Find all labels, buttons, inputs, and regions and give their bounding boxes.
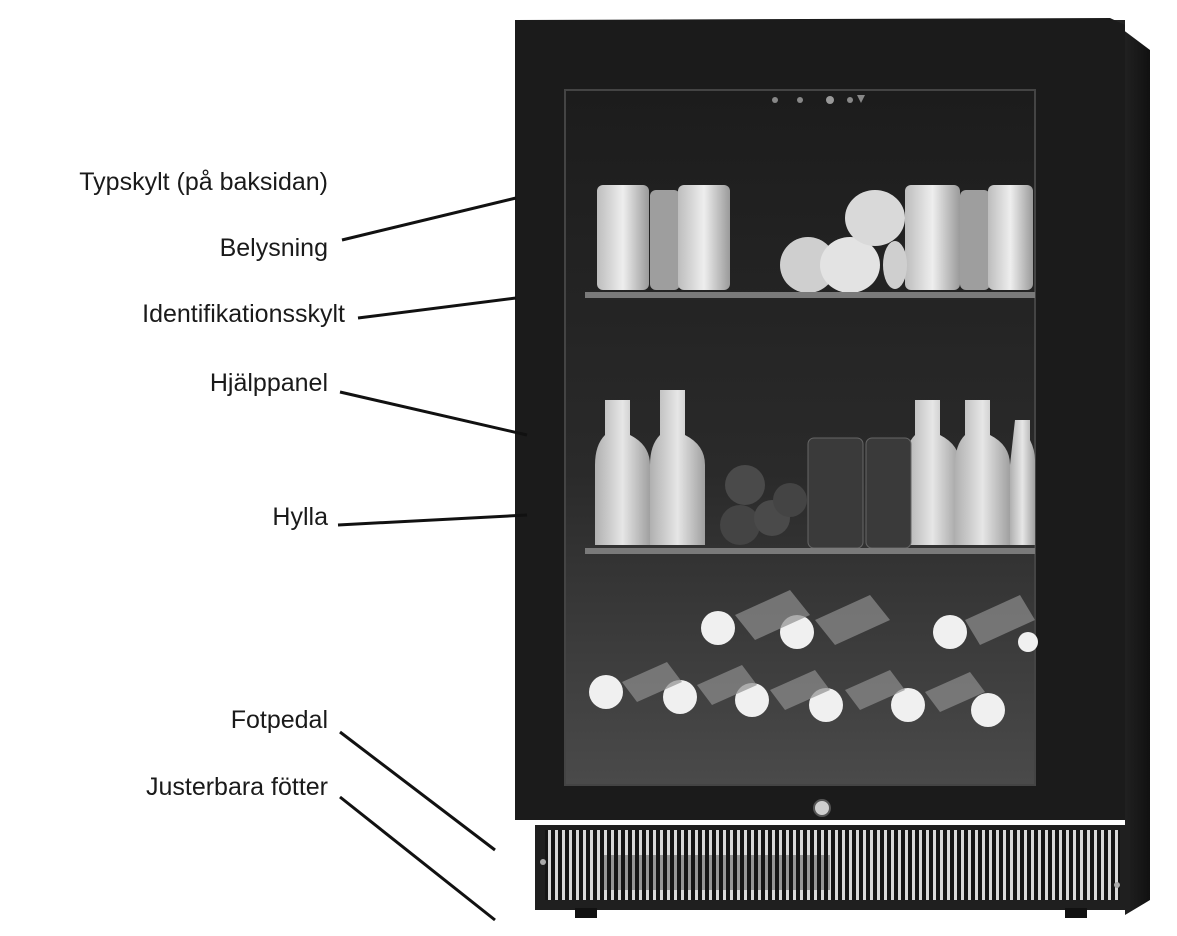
label-identifikationsskylt: Identifikationsskylt	[142, 302, 345, 327]
label-fotpedal: Fotpedal	[231, 708, 328, 733]
middle-shelf-cans	[808, 438, 911, 548]
leader-line-hjalppanel	[340, 392, 527, 435]
leader-lines	[338, 198, 527, 920]
label-justerbara-fotter: Justerbara fötter	[146, 775, 328, 800]
shelf-middle	[585, 548, 1035, 554]
leader-line-typskylt	[342, 198, 516, 240]
label-typskylt: Typskylt (på baksidan)	[79, 170, 328, 195]
lock-icon	[814, 800, 830, 816]
leader-line-identifikationsskylt	[358, 298, 516, 318]
label-belysning: Belysning	[220, 236, 328, 261]
leader-line-fotpedal	[340, 732, 495, 850]
label-hjalppanel: Hjälppanel	[210, 371, 328, 396]
shelf-upper	[585, 292, 1035, 298]
leader-line-justerbara-fotter	[340, 797, 495, 920]
label-hylla: Hylla	[272, 505, 328, 530]
plinth	[535, 825, 1130, 910]
leader-line-hylla	[338, 515, 527, 525]
